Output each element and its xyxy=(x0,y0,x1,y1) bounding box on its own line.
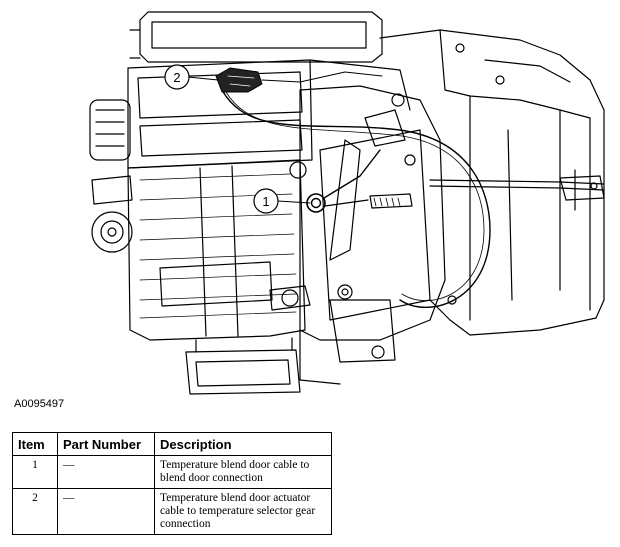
blower-motor xyxy=(89,99,133,253)
row-description: Temperature blend door actuator cable to… xyxy=(154,488,332,535)
row-description: Temperature blend door cable to blend do… xyxy=(154,455,332,489)
hvac-assembly-diagram: 1 2 xyxy=(89,11,605,395)
parts-table: Item Part Number Description 1 — Tempera… xyxy=(12,432,332,535)
row-part-number: — xyxy=(57,488,155,535)
lower-duct-outlet xyxy=(185,337,301,395)
callout-2-label: 2 xyxy=(173,70,180,85)
table-row: 2 — Temperature blend door actuator cabl… xyxy=(12,488,332,535)
actuator-cable xyxy=(215,67,491,308)
right-cable-bracket xyxy=(559,169,605,211)
callout-2 xyxy=(187,76,219,81)
callout-1 xyxy=(277,200,311,204)
heater-case-body xyxy=(127,159,306,341)
header-item: Item xyxy=(12,432,58,456)
figure-id: A0095497 xyxy=(14,398,65,410)
row-item: 1 xyxy=(12,455,58,489)
blend-door-cable xyxy=(306,149,381,213)
header-description: Description xyxy=(154,432,332,456)
table-header-row: Item Part Number Description xyxy=(12,432,332,456)
plenum-housing xyxy=(379,29,605,336)
callout-1-label: 1 xyxy=(262,194,269,209)
header-part-number: Part Number xyxy=(57,432,155,456)
upper-duct-outlet xyxy=(129,11,383,63)
table-row: 1 — Temperature blend door cable to blen… xyxy=(12,455,332,489)
row-item: 2 xyxy=(12,488,58,535)
blend-door-housing xyxy=(269,85,446,385)
row-part-number: — xyxy=(57,455,155,489)
